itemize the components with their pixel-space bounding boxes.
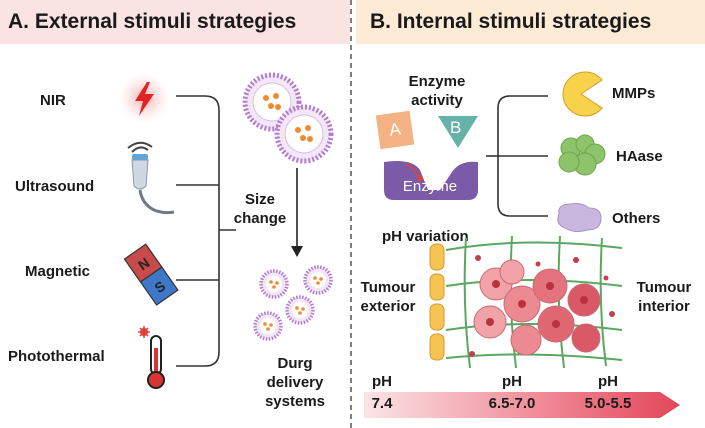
tumour-interior-label: Tumour interior [636,279,692,315]
stimulus-label-photothermal: Photothermal [8,348,105,365]
enzyme-label: Enzyme [402,178,458,195]
panel-a-header: A. External stimuli strategies [0,0,350,44]
enzyme-activity-label: Enzyme activity [408,73,466,109]
ph-gradient-arrow [364,392,680,418]
enzyme-label-others: Others [612,210,661,227]
ultrasound-probe-icon [127,141,175,215]
substrate-b-label: B [450,118,462,137]
enzyme-label-mmps: MMPs [612,85,656,102]
stimulus-label-ultrasound: Ultrasound [15,178,95,195]
stimulus-label-nir: NIR [40,92,66,109]
tumour-exterior-label: Tumour exterior [360,279,416,315]
pacman-icon [562,71,603,117]
ph-value-exterior: 7.4 [371,395,393,412]
panel-a-title: A. External stimuli strategies [8,10,297,33]
large-nanoparticles-icon [242,72,334,164]
stimulus-label-magnetic: Magnetic [25,263,91,280]
substrate-b-icon [438,116,478,148]
small-nanoparticles-icon [253,265,333,341]
panel-b-title: B. Internal stimuli strategies [370,10,652,33]
ph-label-interior: pH [598,373,618,390]
ph-label-exterior: pH [372,373,392,390]
tumour-tissue-icon [429,235,623,369]
blob-icon [558,134,606,176]
magnet-icon: N S [123,243,179,306]
ph-value-middle: 6.5-7.0 [488,395,536,412]
enzyme-label-haase: HAase [616,148,663,165]
ph-variation-label: pH variation [382,228,469,245]
size-change-label: Size change [233,191,287,227]
ph-value-interior: 5.0-5.5 [584,395,632,412]
thermometer-icon [138,326,165,389]
enzyme-icon [384,161,478,200]
lightning-icon [118,72,170,124]
protein-icon [557,203,602,233]
delivery-systems-label: Durg delivery systems [264,355,326,410]
panel-b-header: B. Internal stimuli strategies [356,0,705,44]
ph-label-middle: pH [502,373,522,390]
